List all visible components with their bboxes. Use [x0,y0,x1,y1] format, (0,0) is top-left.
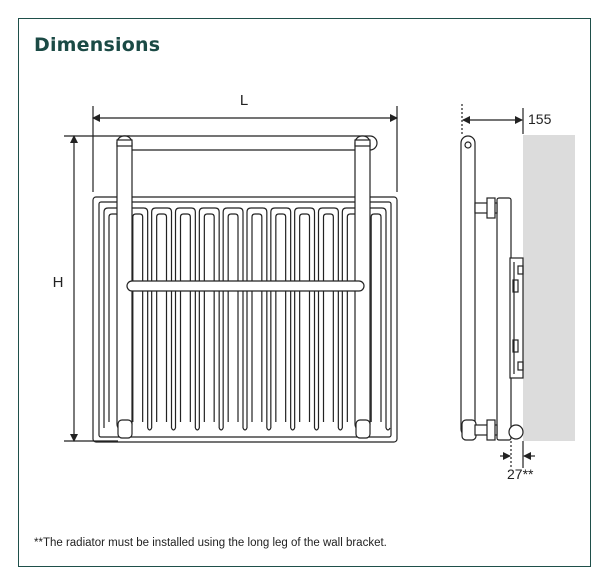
panel-column-joint [337,427,343,431]
panel-column [198,207,220,428]
panel-column-joint [266,427,272,431]
panel-column-joint [170,427,177,431]
panel-column-channel [203,213,215,422]
panel-column [317,207,339,428]
panel-column-channel [299,213,311,422]
panel-column-channel [251,213,263,422]
depth-label: 155 [528,111,552,127]
installation-footnote: **The radiator must be installed using t… [34,537,387,549]
panel-column-joint [218,427,224,431]
page-title: Dimensions [34,34,161,56]
content-frame [18,18,591,567]
wall-gap-label: 27** [507,466,534,482]
towel-rail [116,135,378,439]
wall [523,135,575,441]
panel-column [270,207,292,428]
panel-column-joint [147,427,153,431]
radiator-side [496,197,512,441]
panel-column [174,207,196,428]
panel-column-joint [194,427,200,431]
panel-column [151,207,173,428]
length-label: L [240,92,248,109]
panel-column-channel [132,213,144,422]
side-view: 155 27** [460,104,575,482]
panel-column-joint [313,427,320,431]
radiator-panel [92,196,398,443]
panel-column-joint [290,427,296,431]
panel-column-joint [242,427,248,431]
height-label: H [53,274,64,291]
panel-column-joint [385,427,391,431]
panel-column-channel [370,213,382,422]
panel-column [294,207,316,428]
panel-column-channel [322,213,334,422]
panel-column [246,207,268,428]
panel-column [222,207,244,428]
panel-column-channel [275,213,287,422]
front-view: L H [53,92,398,443]
panel-columns [103,207,391,431]
panel-column-channel [156,213,168,422]
panel-column-channel [227,213,239,422]
panel-column-channel [179,213,191,422]
